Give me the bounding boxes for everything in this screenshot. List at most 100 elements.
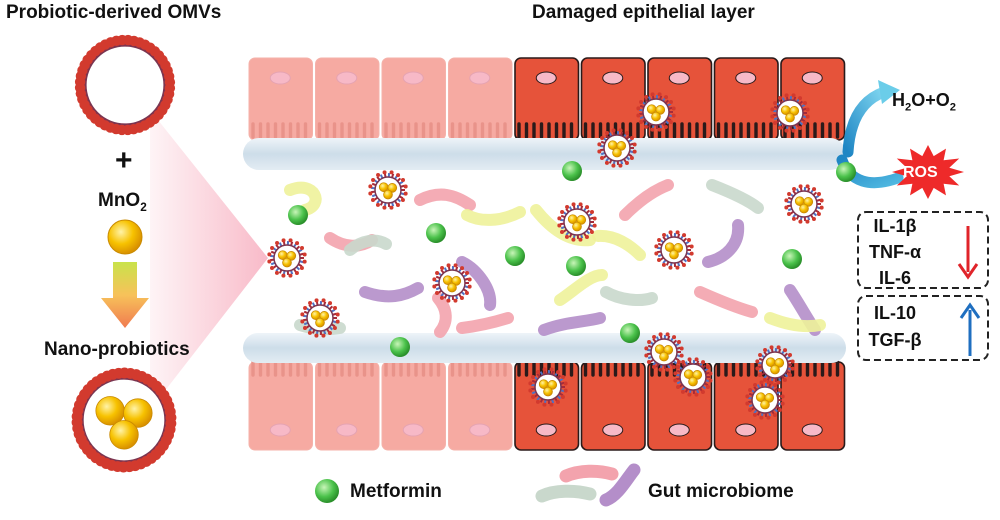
omv-vesicle-icon [74,34,176,136]
microvilli [716,122,773,139]
h2o-o2-label: H2O+O2 [892,90,956,114]
cell-nucleus [402,423,424,437]
ros-label: ROS [903,164,938,181]
cell-nucleus [269,423,291,437]
h2o-o2-arrowhead-icon [878,80,900,104]
magnification-beam [150,110,268,410]
cell-nucleus [801,423,823,437]
gradient-down-arrow-icon [101,262,149,328]
legend-gut-microbiome-icon [535,463,641,507]
bacterium [344,234,392,256]
h2o-o2-arrow-icon [842,86,890,158]
legend-bacterium-pink [559,464,619,483]
cytokine-il6: IL-6 [878,268,911,288]
microvilli [450,122,507,139]
microvilli [317,122,374,139]
damaged-cell [580,360,646,451]
healthy-cell [381,360,446,451]
bacterium [538,312,606,336]
metformin-molecule [426,223,446,243]
nano-probiotic-particle [755,345,795,385]
damaged-cell [514,57,580,141]
bacterium [461,206,526,226]
legend-bacterium-purple [599,463,641,507]
gut-microbiome-group [284,179,826,338]
microvilli [450,360,507,377]
microvilli [517,122,574,139]
bacterium [359,282,424,303]
bacterium [619,179,674,221]
up-arrow-icon [959,302,981,319]
ros-burst-icon [892,145,964,199]
down-arrow-icon [957,263,979,280]
metformin-molecule [566,256,586,276]
bacterium [706,179,764,214]
top-epithelial-row [248,57,846,141]
nano-probiotics-title: Nano-probiotics [44,339,190,360]
bacterium [414,188,476,211]
nano-probiotic-particle [368,170,408,210]
nano-probiotic-group [267,92,824,420]
cell-nucleus [336,71,358,85]
nano-probiotic-particle [770,93,810,133]
metformin-molecule [288,205,308,225]
cell-nucleus [602,71,624,85]
cytokine-tnfa: TNF-α [868,242,922,262]
cell-nucleus [668,71,690,85]
nano-probiotic-particle [528,367,568,407]
nano-probiotic-particle [654,230,694,270]
microvilli [583,360,640,377]
bacterium [600,286,658,306]
healthy-cell [248,360,313,451]
omvs-title: Probiotic-derived OMVs [6,2,222,23]
healthy-cell [381,57,446,141]
nano-probiotic-particle [644,332,684,372]
cytokine-down-box [857,211,989,289]
nano-probiotic-particle [597,128,637,168]
metformin-group [288,161,802,357]
microvilli [251,360,308,377]
nano-probiotic [71,367,177,473]
microvilli [517,360,574,377]
metformin-molecule [782,249,802,269]
bacterium [702,219,745,268]
mno2-label: MnO2 [98,190,147,214]
cell-nucleus [535,423,557,437]
cell-nucleus [469,71,491,85]
damaged-layer-title: Damaged epithelial layer [532,2,755,23]
cell-nucleus [269,71,291,85]
cytokine-il1b: IL-1β [873,216,917,236]
nano-probiotic-particle [432,263,472,303]
nano-probiotic-particle [267,238,307,278]
metformin-molecule [390,337,410,357]
omv-vesicle [74,34,176,136]
healthy-cell [448,360,513,451]
nano-probiotic-particle [300,298,340,338]
healthy-cell [315,57,380,141]
bacterium [456,312,514,334]
cytokine-up-box [857,295,989,361]
bacterium [592,229,646,261]
damaged-cell [580,57,646,141]
metformin-molecule [562,161,582,181]
nano-probiotic-particle [673,357,713,397]
cell-nucleus [402,71,424,85]
metformin-near-ros [836,162,856,182]
cell-nucleus [668,423,690,437]
legend-metformin-label: Metformin [350,481,442,502]
damaged-cell [780,360,846,451]
plus-sign: + [115,144,133,177]
top-membrane [243,138,846,170]
damaged-cell [713,57,779,141]
microvilli [317,360,374,377]
legend-bacterium-green [535,484,597,503]
healthy-cell [315,360,380,451]
legend-gut-microbiome-label: Gut microbiome [648,481,794,502]
nano-probiotic-icon [71,367,177,473]
healthy-cell [248,57,313,141]
metformin-molecule [620,323,640,343]
cell-nucleus [535,71,557,85]
microvilli [384,360,441,377]
cell-nucleus [801,71,823,85]
bacterium [554,269,608,306]
